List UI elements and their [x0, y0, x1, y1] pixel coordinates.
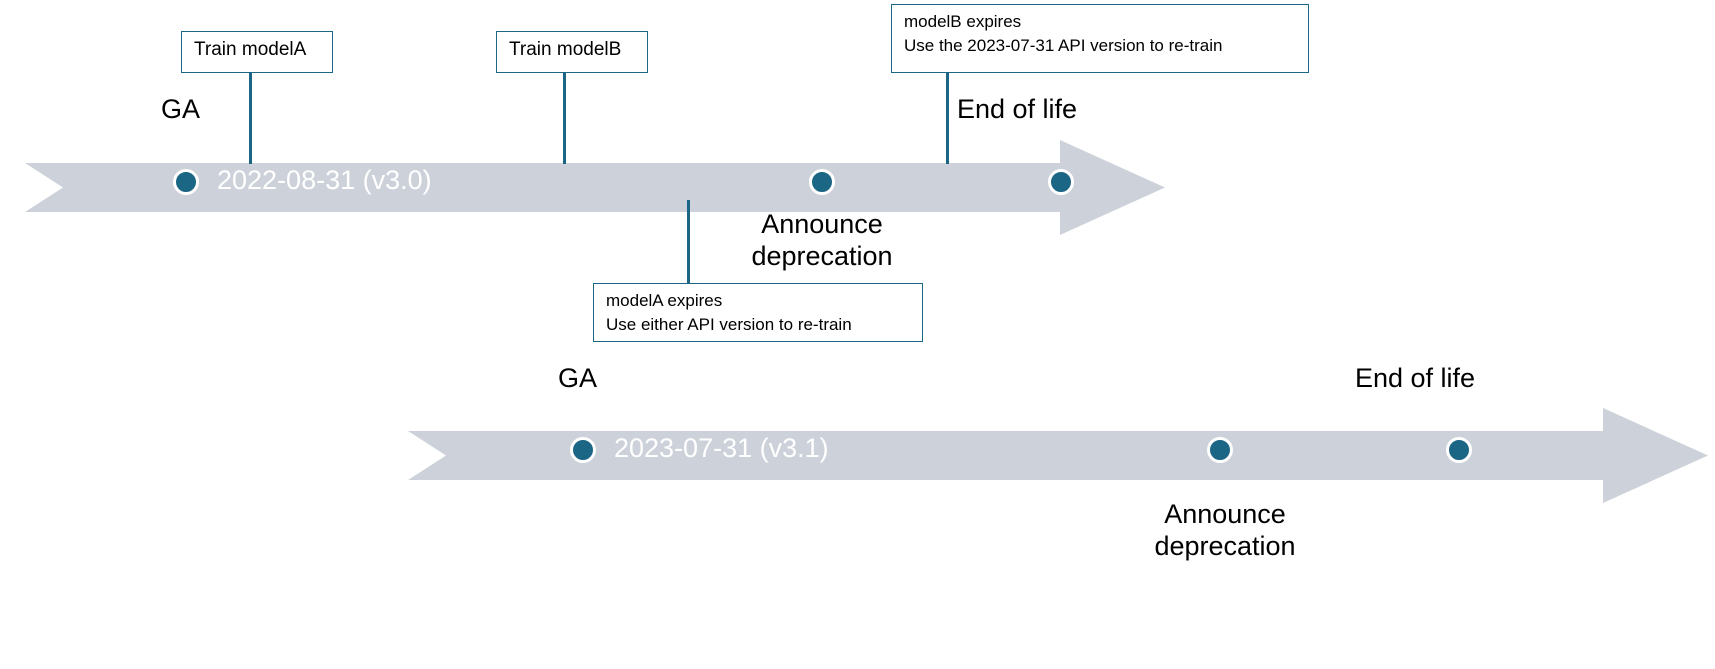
milestone-dot-ga-v31 [570, 437, 596, 463]
timeline-band-v30 [25, 140, 1165, 235]
milestone-caption-end-of-life-v31: End of life [1355, 363, 1476, 393]
leader-line-modelb-expires [946, 72, 949, 164]
callout-modelb-expires-line-1: modelB expires [904, 12, 1022, 31]
callout-train-modelb-line-1: Train modelB [509, 39, 622, 60]
callout-modela-expires-line-1: modelA expires [606, 291, 723, 310]
milestone-dot-end-of-life-v31 [1446, 437, 1472, 463]
callout-modelb-expires[interactable]: modelB expires Use the 2023-07-31 API ve… [891, 4, 1309, 73]
callout-modela-expires-line-2: Use either API version to re-train [606, 315, 852, 334]
callout-train-modela-line-1: Train modelA [194, 39, 307, 60]
callout-train-modela[interactable]: Train modelA [181, 31, 333, 73]
milestone-caption-ga-v31: GA [558, 363, 598, 393]
callout-train-modelb[interactable]: Train modelB [496, 31, 648, 73]
milestone-dot-end-of-life-v30 [1048, 169, 1074, 195]
leader-line-modela-expires [687, 200, 690, 284]
milestone-caption-announce-deprecation-v31: Announce deprecation [1154, 499, 1296, 561]
milestone-caption-ga-v30: GA [161, 94, 201, 124]
milestone-dot-announce-deprecation-v30 [809, 169, 835, 195]
callout-modela-expires[interactable]: modelA expires Use either API version to… [593, 283, 923, 342]
leader-line-train-modelb [563, 72, 566, 164]
milestone-caption-announce-deprecation-v30: Announce deprecation [751, 209, 893, 271]
timeline-band-v31 [408, 408, 1708, 503]
milestone-dot-ga-v30 [173, 169, 199, 195]
callout-modelb-expires-line-2: Use the 2023-07-31 API version to re-tra… [904, 36, 1223, 55]
milestone-caption-end-of-life-v30: End of life [957, 94, 1078, 124]
leader-line-train-modela [249, 72, 252, 164]
band-label-v31: 2023-07-31 (v3.1) [614, 433, 829, 463]
milestone-dot-announce-deprecation-v31 [1207, 437, 1233, 463]
band-label-v30: 2022-08-31 (v3.0) [217, 165, 432, 195]
